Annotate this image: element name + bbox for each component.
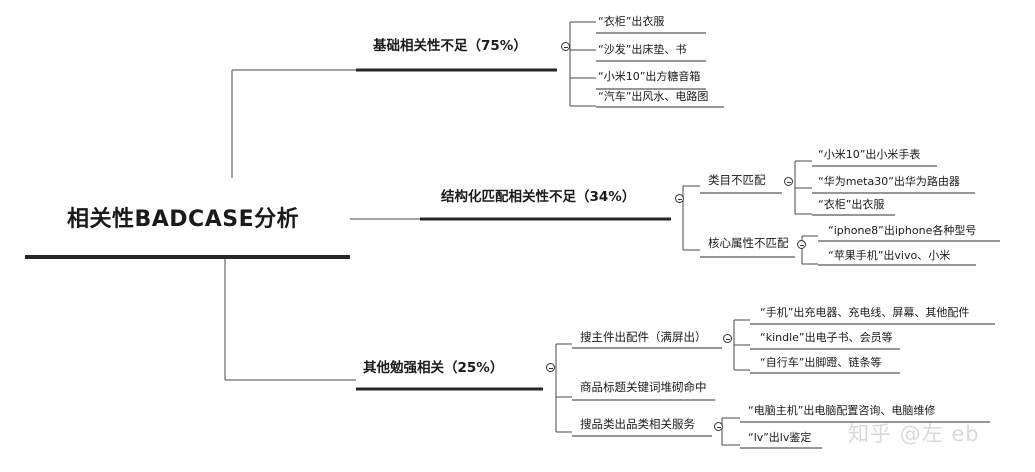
collapse-icon[interactable]: [797, 240, 806, 249]
leaf-item[interactable]: “lv”出lv鉴定: [748, 431, 812, 444]
leaf-item[interactable]: “电脑主机”出电脑配置咨询、电脑维修: [748, 404, 936, 417]
leaf-item[interactable]: “衣柜”出衣服: [818, 198, 885, 211]
leaf-item[interactable]: “小米10”出小米手表: [818, 148, 921, 161]
sub-core-attribute-mismatch[interactable]: 核心属性不匹配: [708, 236, 789, 250]
root-topic[interactable]: 相关性BADCASE分析: [67, 207, 300, 232]
sub-accessory[interactable]: 搜主件出配件（满屏出）: [580, 330, 707, 344]
leaf-item[interactable]: “小米10”出方糖音箱: [598, 70, 701, 83]
leaf-item[interactable]: “自行车”出脚蹬、链条等: [760, 356, 882, 369]
leaf-item[interactable]: “华为meta30”出华为路由器: [818, 175, 960, 188]
leaf-item[interactable]: “苹果手机”出vivo、小米: [828, 249, 951, 262]
branch-structured-match[interactable]: 结构化匹配相关性不足（34%）: [441, 189, 636, 205]
collapse-icon[interactable]: [546, 363, 555, 372]
leaf-item[interactable]: “汽车”出风水、电路图: [598, 90, 709, 103]
collapse-icon[interactable]: [561, 42, 570, 51]
sub-keyword-stuffing[interactable]: 商品标题关键词堆砌命中: [580, 380, 707, 394]
collapse-icon[interactable]: [723, 334, 732, 343]
collapse-icon[interactable]: [784, 177, 793, 186]
sub-service[interactable]: 搜品类出品类相关服务: [580, 417, 695, 431]
leaf-item[interactable]: “手机”出充电器、充电线、屏幕、其他配件: [760, 306, 970, 319]
leaf-item[interactable]: “kindle”出电子书、会员等: [760, 331, 893, 344]
leaf-item[interactable]: “iphone8”出iphone各种型号: [828, 224, 977, 237]
branch-other-weak[interactable]: 其他勉强相关（25%）: [363, 360, 504, 376]
sub-category-mismatch[interactable]: 类目不匹配: [708, 173, 766, 187]
leaf-item[interactable]: “衣柜”出衣服: [598, 15, 665, 28]
collapse-icon[interactable]: [675, 194, 684, 203]
watermark: 知乎 @左 eb: [848, 422, 980, 446]
collapse-icon[interactable]: [714, 422, 723, 431]
leaf-item[interactable]: “沙发”出床垫、书: [598, 43, 687, 56]
branch-basic-relevance[interactable]: 基础相关性不足（75%）: [373, 38, 527, 54]
